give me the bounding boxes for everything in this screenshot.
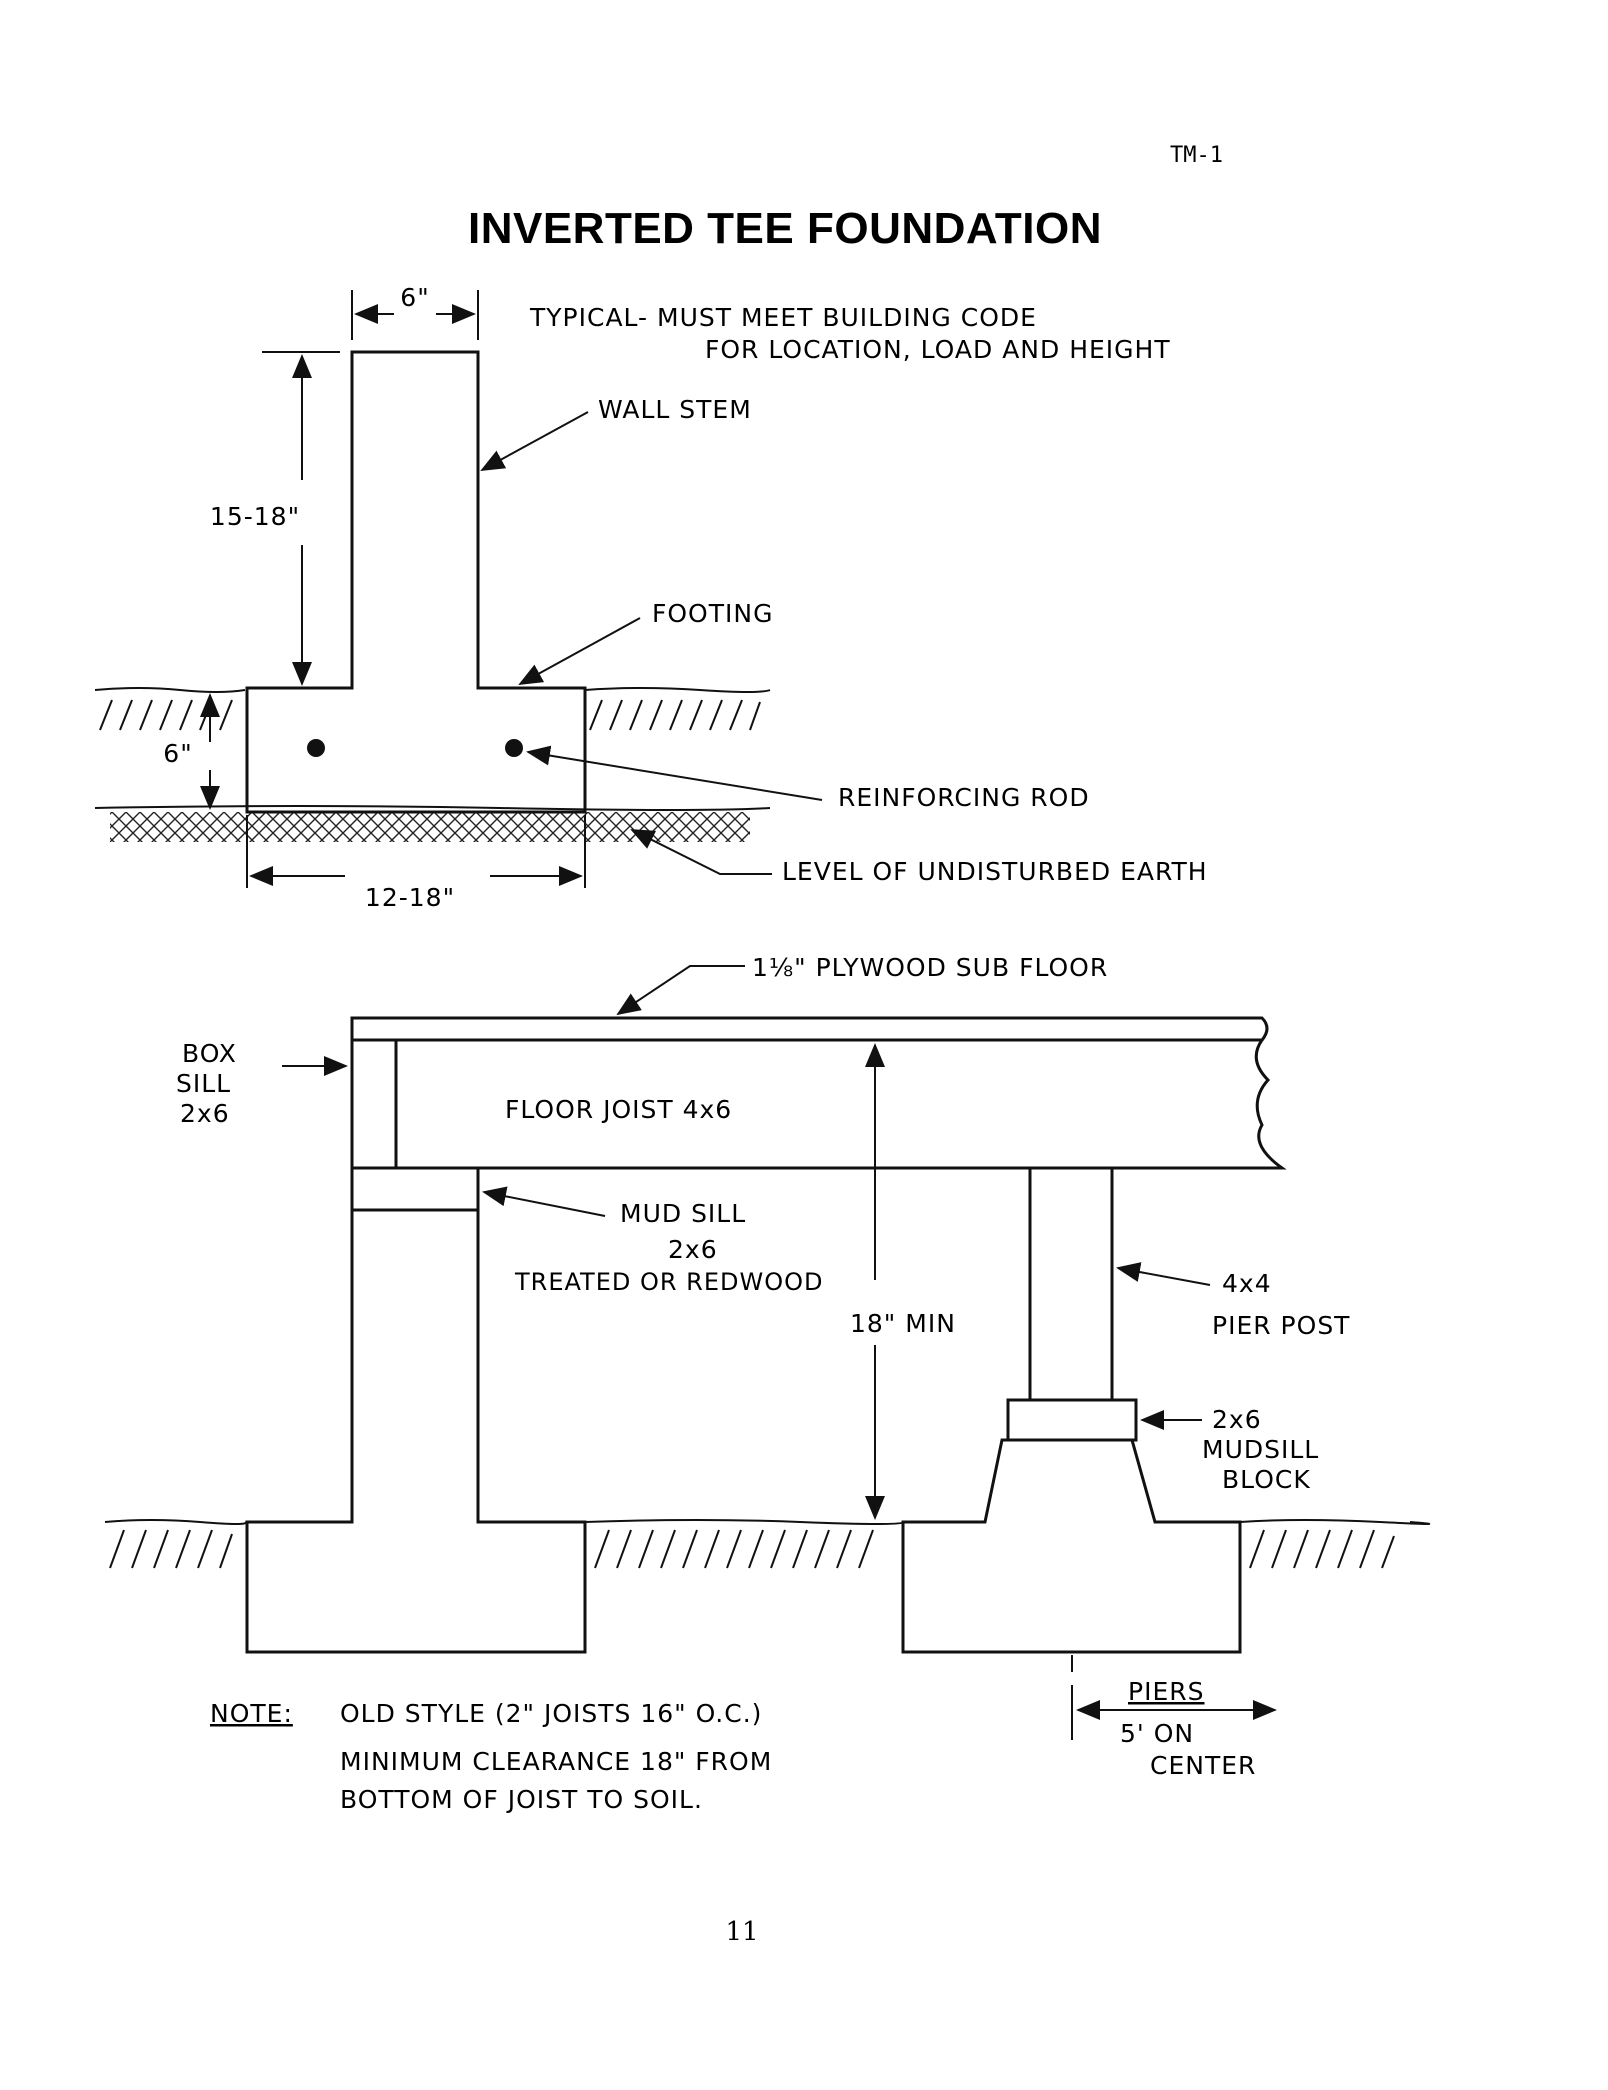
leader-reinforcing-rod (526, 745, 823, 801)
stem-height-dim: 15-18" (210, 502, 300, 531)
leader-earth (630, 829, 772, 875)
floor-joist (350, 1038, 1287, 1170)
pier-post (1028, 1166, 1114, 1402)
ground-line (1239, 1519, 1431, 1525)
page-title: INVERTED TEE FOUNDATION (468, 204, 1102, 253)
box-sill-label-3: 2x6 (180, 1099, 230, 1128)
note-heading: NOTE: (210, 1699, 293, 1728)
reinforcing-rod-left (307, 739, 325, 757)
mudsill-block-label-3: BLOCK (1222, 1465, 1311, 1494)
footing-width-dim: 12-18" (365, 883, 455, 912)
typical-note-line2: FOR LOCATION, LOAD AND HEIGHT (705, 335, 1171, 364)
rod-label: REINFORCING ROD (838, 783, 1090, 812)
mud-sill-label-1: MUD SILL (620, 1199, 746, 1228)
clearance-label: 18" MIN (850, 1309, 956, 1338)
earth-label: LEVEL OF UNDISTURBED EARTH (782, 857, 1208, 886)
leader-pier-post (1116, 1262, 1211, 1286)
box-sill (350, 1038, 398, 1170)
piers-label-3: CENTER (1150, 1751, 1256, 1780)
ground-line (584, 1519, 906, 1525)
soil-hatching-bottom (109, 1529, 1395, 1569)
footing-height-dim: 6" (163, 739, 192, 768)
typical-note-line1: TYPICAL- MUST MEET BUILDING CODE (529, 303, 1037, 332)
subfloor-label: 1⅛" PLYWOOD SUB FLOOR (752, 953, 1108, 982)
piers-label-2: 5' ON (1120, 1719, 1194, 1748)
mudsill-block (1006, 1398, 1138, 1442)
page-number: 11 (725, 1917, 758, 1947)
stem-width-dim: 6" (400, 283, 429, 312)
box-sill-label-2: SILL (176, 1069, 231, 1098)
ground-line-left (94, 687, 246, 693)
reinforcing-rod-right (505, 739, 523, 757)
leader-wall-stem (480, 411, 589, 471)
pier-footing (901, 1438, 1242, 1654)
mudsill-block-label-2: MUDSILL (1202, 1435, 1319, 1464)
inverted-tee-footing (245, 350, 587, 814)
footing-label: FOOTING (652, 599, 773, 628)
ground-line (104, 1519, 247, 1525)
leader-footing (518, 617, 641, 685)
undisturbed-earth-band (110, 812, 750, 842)
footnote: NOTE: OLD STYLE (2" JOISTS 16" O.C.) MIN… (210, 1699, 772, 1814)
ground-line-right (584, 687, 771, 693)
note-line-1: OLD STYLE (2" JOISTS 16" O.C.) (340, 1699, 762, 1728)
drawing-code: TM-1 (1170, 143, 1223, 168)
soil-hatching-top (99, 699, 761, 731)
note-line-2: MINIMUM CLEARANCE 18" FROM (340, 1747, 772, 1776)
joist-label: FLOOR JOIST 4x6 (505, 1095, 732, 1124)
wall-stem-label: WALL STEM (598, 395, 752, 424)
leader-mud-sill (482, 1186, 606, 1217)
top-detail: 6" 15-18" 6" 12-18" TYPICAL- MUST MEET B… (94, 283, 1208, 912)
bottom-detail: 18" MIN 1⅛" PLYWOOD SUB FLOOR BOX SILL 2… (104, 953, 1431, 1780)
mud-sill-label-2: 2x6 (668, 1235, 718, 1264)
mudsill-block-label-1: 2x6 (1212, 1405, 1262, 1434)
mud-sill-label-3: TREATED OR REDWOOD (514, 1268, 824, 1296)
box-sill-label-1: BOX (182, 1039, 237, 1068)
plywood-subfloor (350, 1016, 1269, 1042)
piers-label-1: PIERS (1128, 1677, 1204, 1706)
note-line-3: BOTTOM OF JOIST TO SOIL. (340, 1785, 703, 1814)
undisturbed-earth-line (94, 805, 771, 811)
leader-subfloor (616, 965, 745, 1016)
pier-post-label-2: PIER POST (1212, 1311, 1350, 1340)
stem-wall-footing (245, 1208, 587, 1654)
mud-sill (350, 1166, 480, 1212)
pier-post-label-1: 4x4 (1222, 1269, 1272, 1298)
